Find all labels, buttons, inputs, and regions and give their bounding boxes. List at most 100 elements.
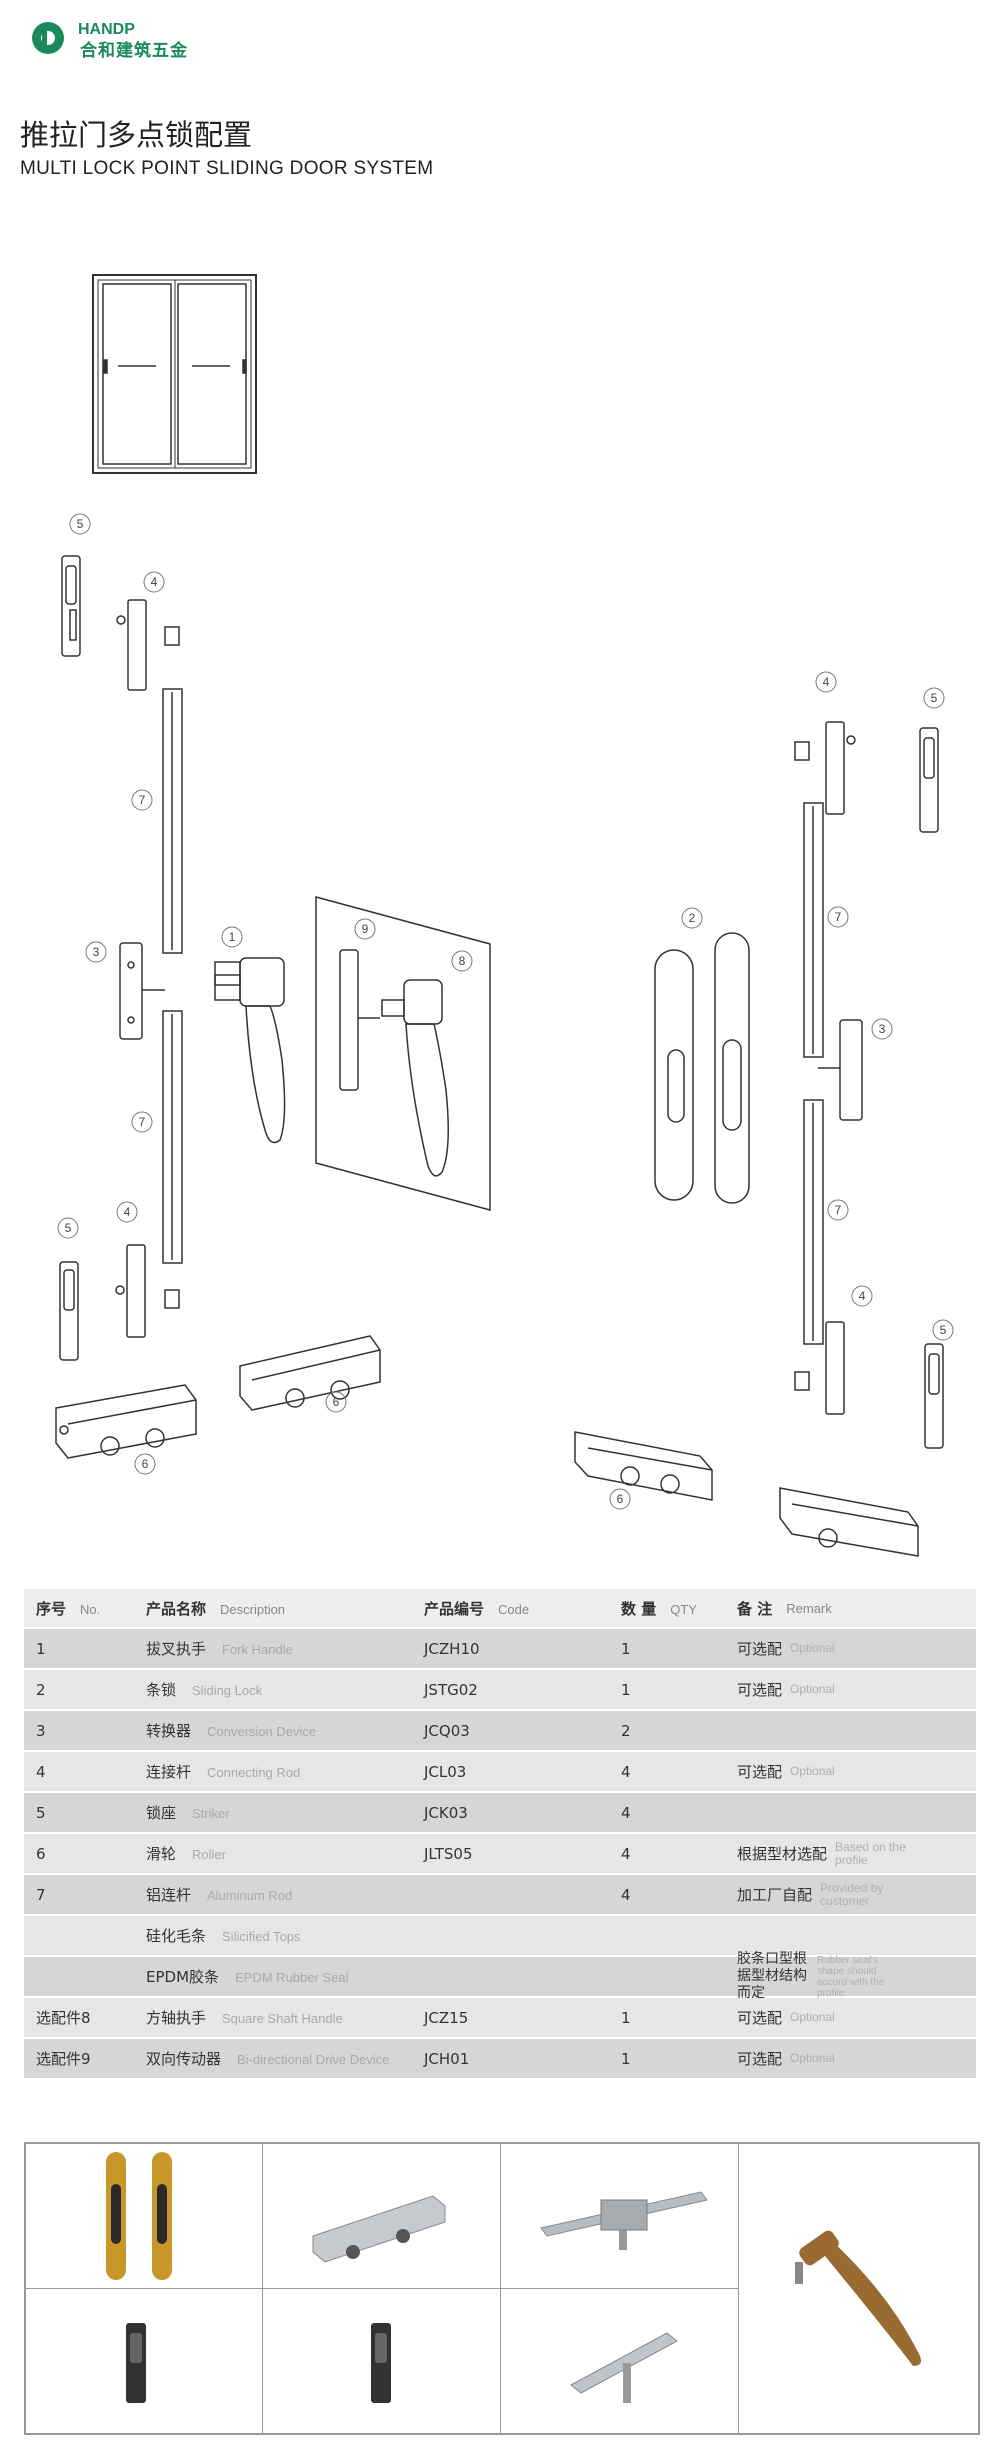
- callout-6: 6: [142, 1457, 149, 1471]
- callout-5: 5: [940, 1323, 947, 1337]
- callout-5: 5: [77, 517, 84, 531]
- callout-7: 7: [835, 1203, 842, 1217]
- row-no: 2: [36, 1680, 46, 1699]
- row-code: JCH01: [424, 2049, 470, 2068]
- row-remark-en: Rubber seal's shape should accord with t…: [817, 1954, 885, 1999]
- row-no: 6: [36, 1844, 46, 1863]
- row-code: JSTG02: [424, 1680, 478, 1699]
- row-code: JCL03: [424, 1762, 467, 1781]
- row-remark: 根据型材选配: [737, 1845, 828, 1863]
- callout-8: 8: [459, 954, 466, 968]
- row-name-cn: 条锁: [146, 1681, 177, 1699]
- brand-name: 合和建筑五金: [80, 41, 188, 61]
- row-name-en: Connecting Rod: [207, 1765, 301, 1780]
- row-name-cn: 双向传动器: [146, 2050, 222, 2068]
- row-remark: 可选配: [737, 1640, 783, 1658]
- header-remark-en: Remark: [786, 1600, 832, 1616]
- page-subtitle: MULTI LOCK POINT SLIDING DOOR SYSTEM: [20, 158, 434, 179]
- row-no: 3: [36, 1721, 46, 1740]
- table-row: 4 连接杆 Connecting Rod JCL03 4 可选配 Optional: [24, 1752, 976, 1793]
- header-qty-en: QTY: [670, 1601, 697, 1617]
- callout-3: 3: [93, 945, 100, 959]
- product-photo-grid: [24, 2142, 980, 2435]
- row-remark: 加工厂自配: [737, 1886, 813, 1904]
- row-remark: 可选配: [737, 1763, 783, 1781]
- row-remark-en: Optional: [790, 1682, 835, 1696]
- header-code-en: Code: [498, 1601, 530, 1617]
- roller-photo: [262, 2143, 501, 2289]
- header-name: 产品名称: [146, 1599, 207, 1618]
- callout-9: 9: [362, 922, 369, 936]
- row-name-en: Conversion Device: [207, 1724, 317, 1739]
- row-no: 4: [36, 1762, 46, 1781]
- callout-4: 4: [823, 675, 830, 689]
- callout-4: 4: [151, 575, 158, 589]
- row-remark-en: Optional: [790, 2051, 835, 2065]
- callout-2: 2: [689, 911, 696, 925]
- row-qty: 4: [621, 1762, 631, 1781]
- row-remark: 胶条口型根据型材结构而定: [737, 1951, 807, 2001]
- row-name-en: Square Shaft Handle: [222, 2011, 343, 2026]
- callout-1: 1: [229, 930, 236, 944]
- header-name-en: Description: [220, 1601, 286, 1617]
- row-code: JCZH10: [424, 1639, 480, 1658]
- row-name-en: EPDM Rubber Seal: [235, 1970, 349, 1985]
- striker-photo: [25, 2288, 263, 2434]
- header-qty: 数 量: [621, 1599, 657, 1618]
- row-name-cn: 连接杆: [146, 1763, 192, 1781]
- table-row: 选配件9 双向传动器 Bi-directional Drive Device JCH0…: [24, 2039, 976, 2080]
- row-qty: 4: [621, 1885, 631, 1904]
- exploded-diagram: 5 4 7 3 1 9 8 7 5 4 6 6 2 4 5 7 3 7 4 5 …: [55, 274, 954, 1557]
- row-no: 5: [36, 1803, 46, 1822]
- right-hardware: [574, 721, 944, 1557]
- row-code: JCK03: [424, 1803, 468, 1822]
- row-name-en: Sliding Lock: [192, 1683, 263, 1698]
- row-name-en: Roller: [192, 1847, 226, 1862]
- row-qty: 1: [621, 2008, 631, 2027]
- row-qty: 1: [621, 1639, 631, 1658]
- row-name-en: Aluminum Rod: [207, 1888, 293, 1903]
- conversion-device-photo: [500, 2288, 739, 2434]
- callout-7: 7: [835, 910, 842, 924]
- drive-device-photo: [500, 2143, 739, 2289]
- row-code: JCQ03: [424, 1721, 470, 1740]
- row-qty: 2: [621, 1721, 631, 1740]
- row-remark: 可选配: [737, 2009, 783, 2027]
- row-remark-en: Optional: [790, 1764, 835, 1778]
- optional-parts-panel: [315, 896, 491, 1211]
- row-no: 选配件8: [36, 2009, 91, 2027]
- row-name-cn: 滑轮: [146, 1845, 177, 1863]
- row-name-cn: 转换器: [146, 1722, 192, 1740]
- striker-photo-2: [262, 2288, 501, 2434]
- callout-5: 5: [65, 1221, 72, 1235]
- callout-4: 4: [124, 1205, 131, 1219]
- row-qty: 1: [621, 2049, 631, 2068]
- callout-5: 5: [931, 691, 938, 705]
- row-remark-en: Optional: [790, 2010, 835, 2024]
- row-name-cn: 铝连杆: [146, 1886, 192, 1904]
- header-no: 序号: [36, 1599, 67, 1618]
- row-code: JCZ15: [424, 2008, 469, 2027]
- sliding-lock-photo: [25, 2143, 263, 2289]
- table-row: 3 转换器 Conversion Device JCQ03 2: [24, 1711, 976, 1752]
- row-remark: 可选配: [737, 1681, 783, 1699]
- row-no: 7: [36, 1885, 46, 1904]
- row-qty: 4: [621, 1803, 631, 1822]
- row-name-cn: 硅化毛条: [146, 1927, 207, 1945]
- header-no-en: No.: [80, 1601, 101, 1617]
- callout-6: 6: [333, 1395, 340, 1409]
- row-code: JLTS05: [424, 1844, 473, 1863]
- row-name-en: Bi-directional Drive Device: [237, 2052, 390, 2067]
- door-elevation: [92, 274, 257, 474]
- callout-3: 3: [879, 1022, 886, 1036]
- row-qty: 4: [621, 1844, 631, 1863]
- handle-photo: [738, 2143, 979, 2434]
- row-name-cn: 锁座: [146, 1804, 177, 1822]
- row-no: 选配件9: [36, 2050, 91, 2068]
